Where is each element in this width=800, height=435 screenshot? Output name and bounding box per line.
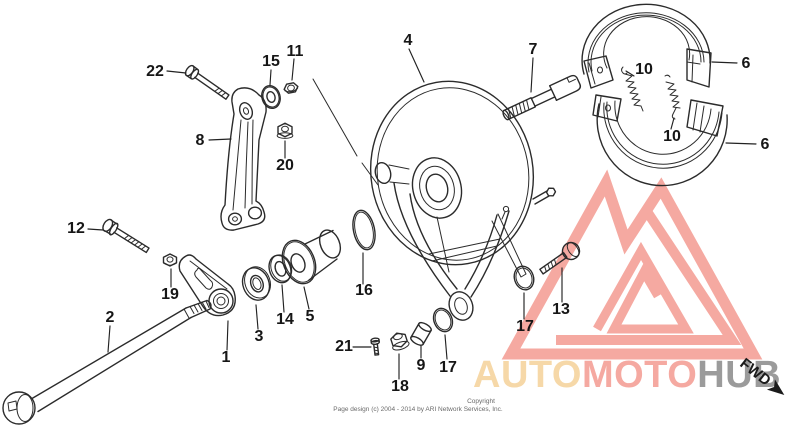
part-label-14: 14 xyxy=(276,311,294,328)
part-7-brake-camshaft xyxy=(502,74,582,121)
part-17-o-ring-lower xyxy=(432,307,454,333)
part-16-o-ring xyxy=(352,209,376,251)
part-label-9: 9 xyxy=(417,357,426,374)
watermark-logo: AUTOMOTOHUB FWD xyxy=(473,169,785,396)
part-label-17: 17 xyxy=(439,359,457,376)
part-label-3: 3 xyxy=(255,328,264,345)
part-10-spring-a xyxy=(621,66,644,112)
part-label-10: 10 xyxy=(663,128,681,145)
exploded-view-art xyxy=(2,3,728,425)
part-label-13: 13 xyxy=(552,301,570,318)
leader-lines xyxy=(87,48,757,380)
part-14-washer xyxy=(268,254,293,284)
fwd-arrowhead-icon xyxy=(766,379,785,395)
part-label-2: 2 xyxy=(106,309,115,326)
part-label-15: 15 xyxy=(262,53,280,70)
part-12-bolt xyxy=(102,218,150,254)
assembly-axis-line xyxy=(312,78,379,186)
part-label-20: 20 xyxy=(276,157,294,174)
part-label-22: 22 xyxy=(146,63,164,80)
part-22-bolt xyxy=(184,64,230,100)
part-15-washer xyxy=(261,84,281,110)
triangle-logo xyxy=(501,169,763,360)
part-19-nut xyxy=(162,253,178,267)
part-label-4: 4 xyxy=(404,32,413,49)
copyright-line1: Copyright xyxy=(467,398,495,405)
part-17-o-ring-right xyxy=(513,265,535,291)
part-label-17: 17 xyxy=(516,318,534,335)
part-2-axle xyxy=(2,299,212,425)
part-18-nut xyxy=(390,332,410,351)
part-1-torque-link xyxy=(178,254,236,317)
part-8-brake-arm xyxy=(220,87,267,231)
part-label-7: 7 xyxy=(529,41,538,58)
part-label-11: 11 xyxy=(287,43,304,60)
part-4-brake-panel xyxy=(369,80,557,321)
part-label-21: 21 xyxy=(335,338,353,355)
part-13-pin xyxy=(539,241,581,275)
part-20-nut xyxy=(276,122,294,139)
part-11-nut xyxy=(283,82,299,94)
part-6-brake-shoe-lower xyxy=(592,94,728,187)
part-5-collar xyxy=(281,229,342,285)
part-3-seal xyxy=(241,266,271,301)
part-10-spring-b xyxy=(664,74,681,120)
part-label-18: 18 xyxy=(391,378,409,395)
part-label-5: 5 xyxy=(306,308,315,325)
watermark-wordmark: AUTOMOTOHUB xyxy=(473,354,781,396)
part-label-10: 10 xyxy=(635,61,653,78)
part-6-brake-shoe-upper xyxy=(581,3,712,89)
part-label-19: 19 xyxy=(161,286,179,303)
part-label-6: 6 xyxy=(761,136,770,153)
copyright-line2: Page design (c) 2004 - 2014 by ARI Netwo… xyxy=(333,406,503,413)
part-21-screw xyxy=(370,337,380,356)
part-label-8: 8 xyxy=(196,132,205,149)
part-label-16: 16 xyxy=(355,282,373,299)
part-label-6: 6 xyxy=(742,55,751,72)
part-label-12: 12 xyxy=(67,220,85,237)
part-9-bushing xyxy=(410,321,432,346)
part-label-1: 1 xyxy=(222,349,231,366)
